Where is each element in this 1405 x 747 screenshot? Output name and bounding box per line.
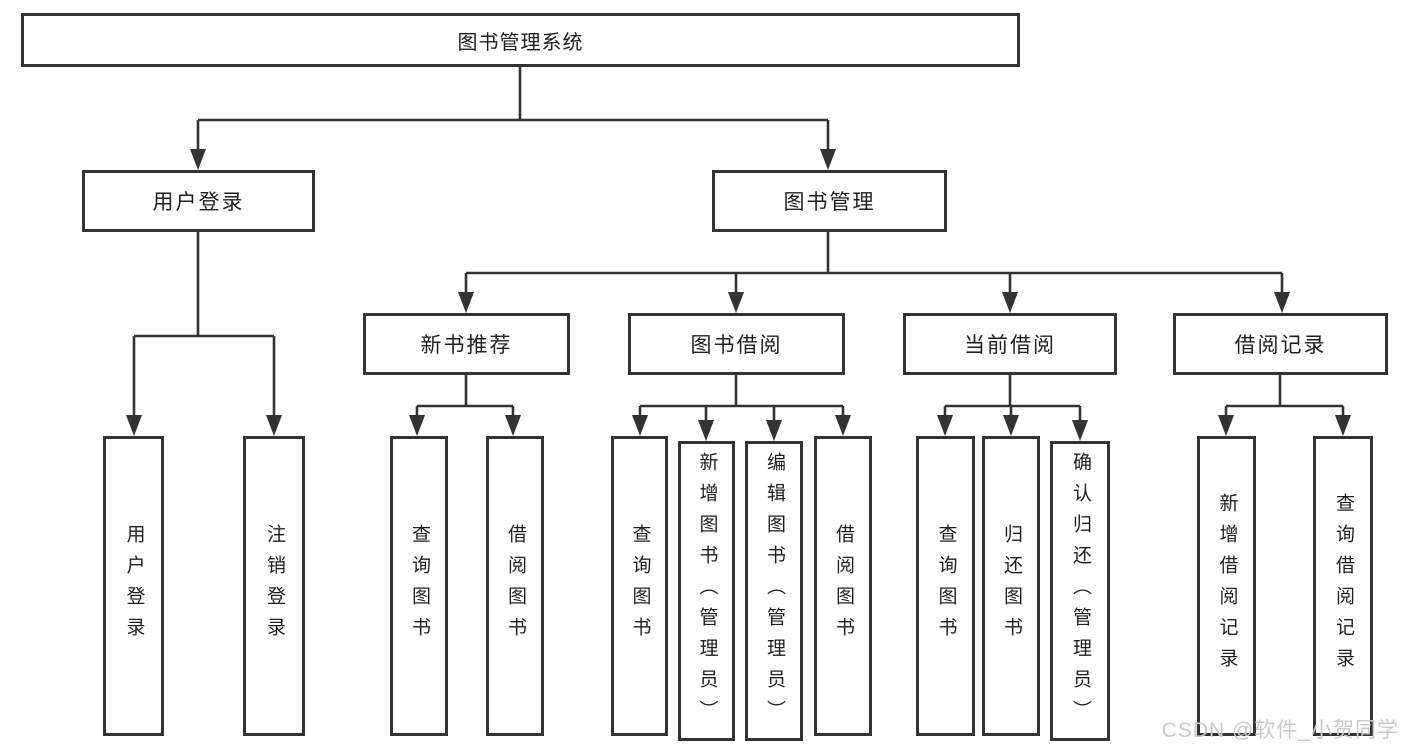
leaf-label: 新增借阅记录 — [1216, 493, 1238, 679]
leaf-user-login: 用户登录 — [103, 436, 164, 736]
node-user-login: 用户登录 — [82, 170, 315, 232]
leaf-borrow-books-borrowing: 借阅图书 — [814, 436, 872, 736]
connector-lines-path — [132, 66, 1345, 427]
leaf-borrow-books-recommend: 借阅图书 — [486, 436, 544, 736]
leaf-query-borrow-record: 查询借阅记录 — [1313, 436, 1373, 736]
leaf-query-books-current: 查询图书 — [916, 436, 975, 736]
node-current-borrowing: 当前借阅 — [903, 313, 1117, 375]
node-book-borrowing: 图书借阅 — [628, 313, 845, 375]
leaf-add-borrow-record: 新增借阅记录 — [1197, 436, 1256, 736]
leaf-edit-book-admin: 编辑图书（管理员） — [745, 441, 803, 741]
node-borrowing-records: 借阅记录 — [1173, 313, 1388, 375]
leaf-label: 归还图书 — [1000, 524, 1022, 648]
node-book-management: 图书管理 — [712, 170, 947, 232]
leaf-label: 查询图书 — [629, 524, 651, 648]
arrowheads-path — [126, 149, 1351, 441]
leaf-label: 查询借阅记录 — [1332, 493, 1354, 679]
leaf-label: 借阅图书 — [832, 524, 854, 648]
leaf-label: 查询图书 — [935, 524, 957, 648]
leaf-label: 编辑图书（管理员） — [763, 451, 785, 731]
leaf-label: 新增图书（管理员） — [696, 451, 718, 731]
leaf-label: 用户登录 — [123, 524, 145, 648]
node-new-book-recommendation: 新书推荐 — [363, 313, 570, 375]
leaf-label: 借阅图书 — [504, 524, 526, 648]
leaf-label: 注销登录 — [263, 524, 285, 648]
leaf-add-book-admin: 新增图书（管理员） — [678, 441, 735, 741]
leaf-label: 确认归还（管理员） — [1069, 451, 1091, 731]
leaf-logout: 注销登录 — [243, 436, 305, 736]
leaf-label: 查询图书 — [408, 524, 430, 648]
csdn-watermark: CSDN @软件_小贺同学 — [1161, 719, 1399, 742]
leaf-confirm-return-admin: 确认归还（管理员） — [1050, 441, 1110, 741]
leaf-return-books: 归还图书 — [982, 436, 1040, 736]
leaf-query-books-borrowing: 查询图书 — [611, 436, 668, 736]
leaf-query-books-recommend: 查询图书 — [390, 436, 448, 736]
node-root: 图书管理系统 — [21, 13, 1020, 67]
